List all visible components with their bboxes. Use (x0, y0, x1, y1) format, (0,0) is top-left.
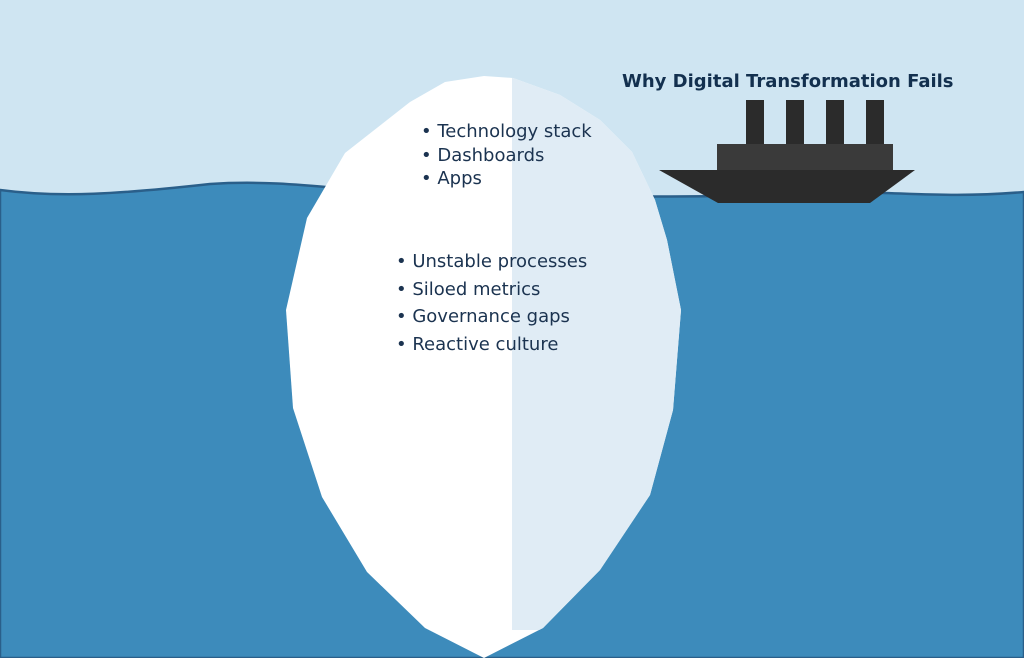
list-item: Apps (421, 167, 592, 191)
ship-icon (659, 100, 915, 203)
iceberg-icon (286, 76, 681, 658)
diagram-title: Why Digital Transformation Fails (622, 71, 954, 92)
list-item: Unstable processes (396, 248, 587, 276)
list-item: Technology stack (421, 120, 591, 144)
above-water-list: Technology stack Dashboards Apps (421, 120, 592, 191)
list-item: Reactive culture (396, 331, 587, 359)
list-item: Siloed metrics (396, 276, 587, 304)
below-water-list: Unstable processes Siloed metrics Govern… (396, 248, 587, 359)
list-item: Dashboards (421, 144, 592, 168)
list-item: Governance gaps (396, 303, 587, 331)
